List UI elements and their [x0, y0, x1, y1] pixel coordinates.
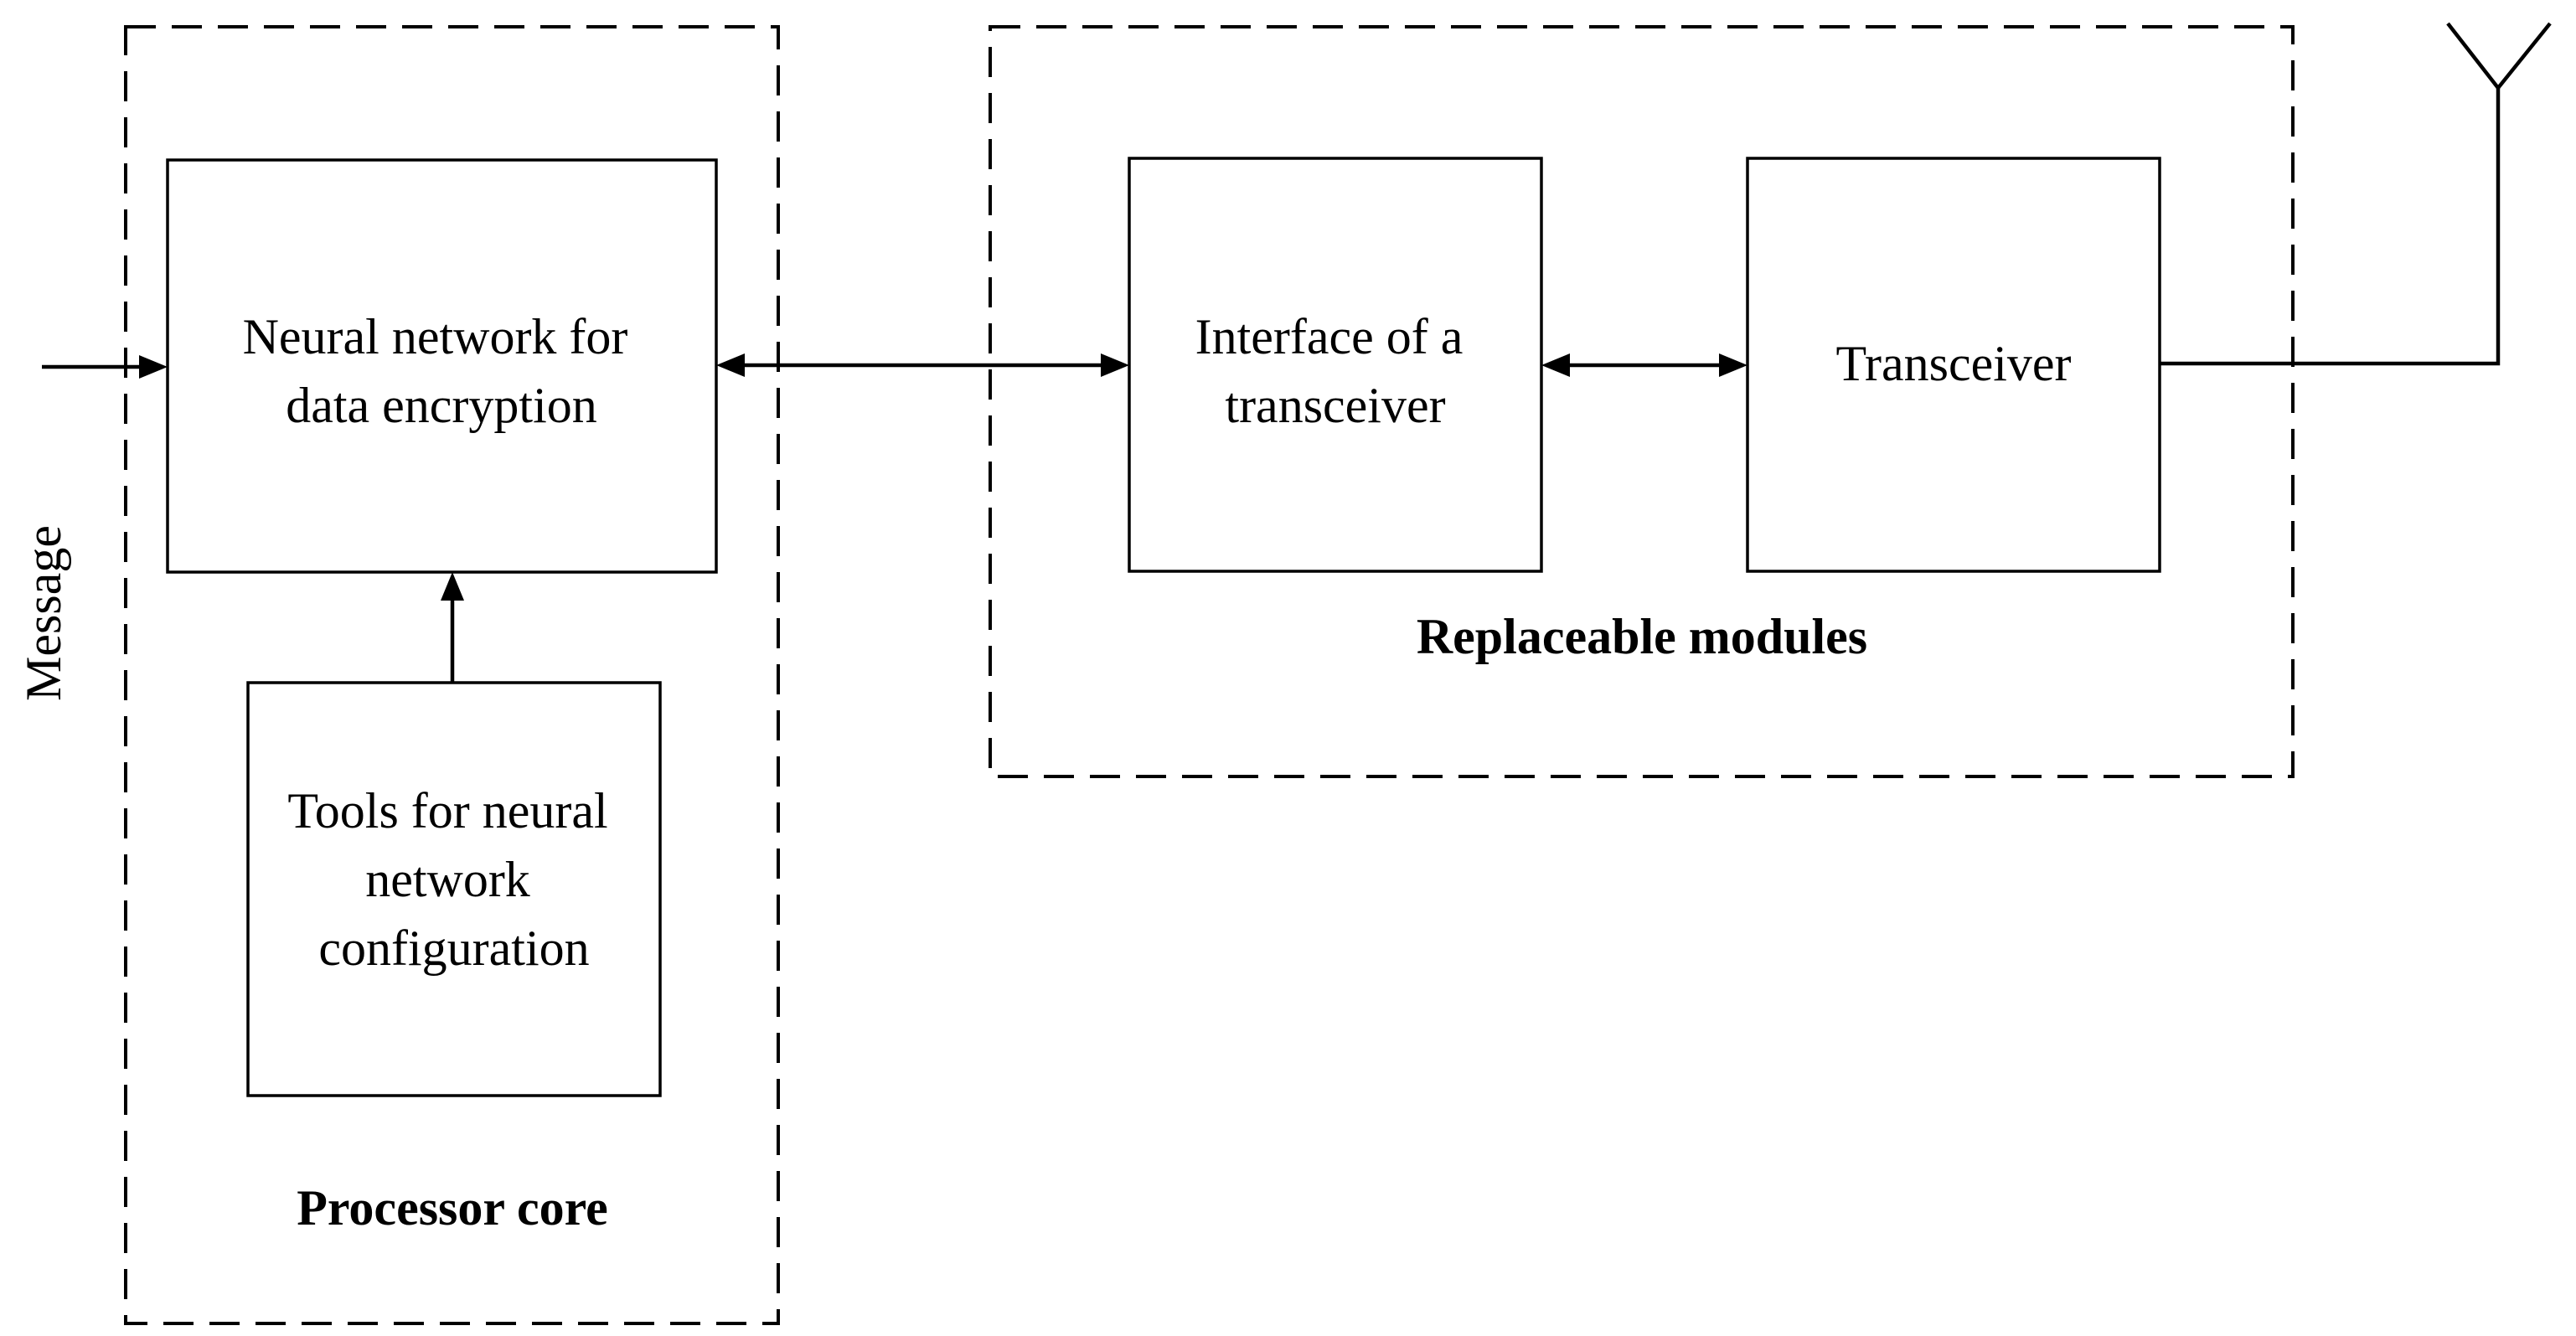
transceiver-label: Transceiver: [1835, 336, 2071, 391]
message-label: Message: [16, 525, 71, 701]
transceiver-interface-label-line-2: transceiver: [1225, 378, 1445, 433]
configuration-tools-label-line-2: network: [365, 852, 530, 907]
transceiver-interface-block: Interface of a transceiver: [1128, 157, 1543, 573]
processor-core-label: Processor core: [297, 1180, 608, 1235]
processor-core-group: Processor core: [124, 25, 780, 1325]
replaceable-modules-label: Replaceable modules: [1417, 609, 1867, 664]
configuration-tools-label: Tools for neural network configuration: [287, 783, 620, 976]
neural-network-label-line-1: Neural network for: [243, 309, 628, 364]
antenna-icon: [2446, 22, 2552, 90]
neural-network-block: Neural network for data encryption: [166, 158, 718, 574]
configuration-tools-label-line-3: configuration: [318, 921, 589, 976]
replaceable-modules-group: Replaceable modules: [989, 25, 2295, 778]
transceiver-block: Transceiver: [1746, 157, 2161, 573]
transceiver-interface-label-line-1: Interface of a: [1195, 309, 1464, 364]
neural-network-label-line-2: data encryption: [286, 378, 597, 433]
configuration-tools-label-line-1: Tools for neural: [287, 783, 607, 838]
tools-to-network-arrow: [441, 572, 464, 683]
network-interface-link: [716, 353, 1129, 377]
antenna-feed-line: [2160, 88, 2501, 366]
neural-network-label: Neural network for data encryption: [243, 309, 641, 433]
interface-transceiver-link: [1541, 353, 1747, 377]
transceiver-interface-label: Interface of a transceiver: [1195, 309, 1476, 433]
message-input-arrow: [42, 355, 168, 379]
configuration-tools-block: Tools for neural network configuration: [246, 681, 662, 1097]
